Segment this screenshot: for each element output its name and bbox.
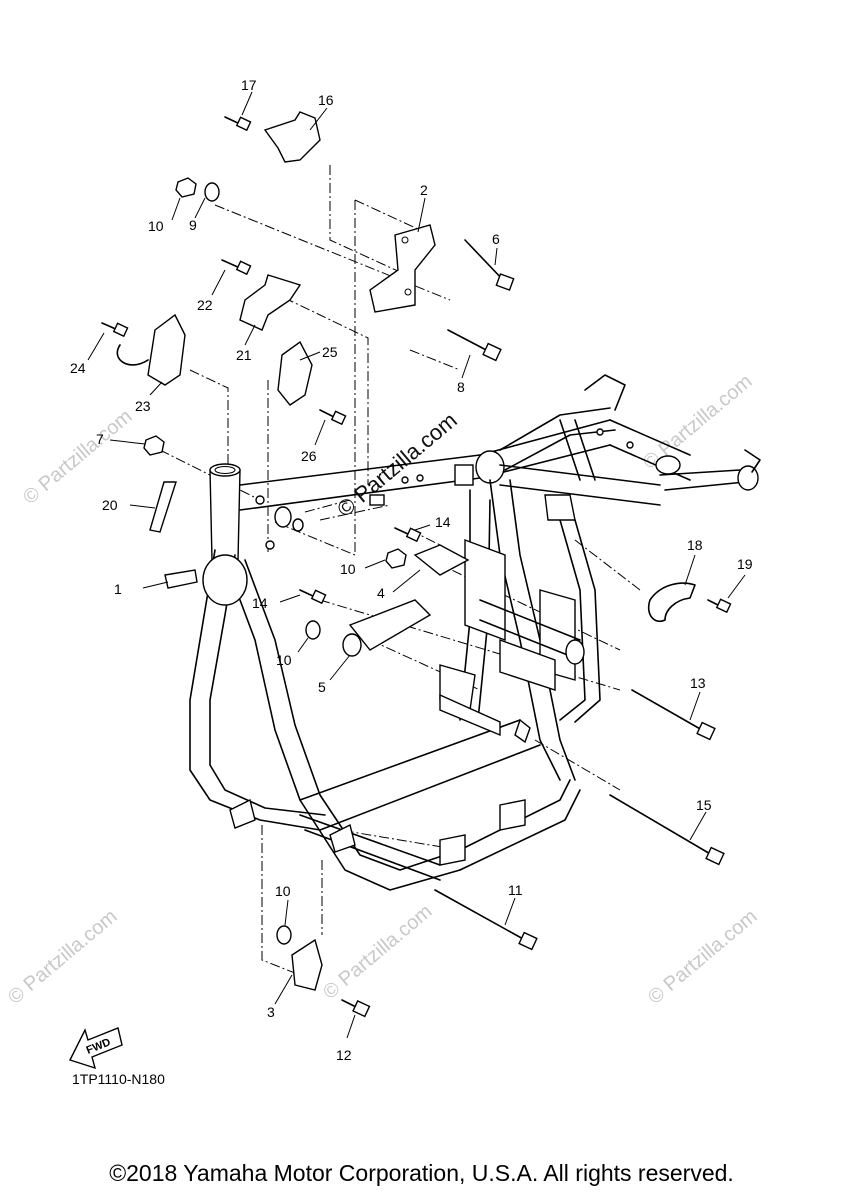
callout-24: 24 — [70, 360, 86, 376]
callout-18: 18 — [687, 537, 703, 553]
callout-14: 14 — [252, 595, 268, 611]
watermark-layer: © Partzilla.com © Partzilla.com © Partzi… — [4, 370, 761, 1008]
callout-20: 20 — [102, 497, 118, 513]
callout-labels: 1 2 3 4 5 6 7 8 9 10 10 10 10 11 12 13 1… — [70, 77, 753, 1063]
watermark: © Partzilla.com — [319, 900, 436, 1003]
callout-22: 22 — [197, 297, 213, 313]
callout-8: 8 — [457, 379, 465, 395]
callout-10: 10 — [276, 652, 292, 668]
loose-parts — [101, 111, 732, 1018]
callout-19: 19 — [737, 556, 753, 572]
callout-3: 3 — [267, 1004, 275, 1020]
callout-16: 16 — [318, 92, 334, 108]
watermark: © Partzilla.com — [644, 905, 761, 1008]
watermark: © Partzilla.com — [639, 370, 756, 473]
callout-2: 2 — [420, 182, 428, 198]
forward-arrow-icon: FWD — [69, 1027, 123, 1070]
callout-4: 4 — [377, 585, 385, 601]
callout-9: 9 — [189, 217, 197, 233]
callout-1: 1 — [114, 581, 122, 597]
callout-5: 5 — [318, 679, 326, 695]
callout-25: 25 — [322, 344, 338, 360]
callout-12: 12 — [336, 1047, 352, 1063]
callout-13: 13 — [690, 675, 706, 691]
frame-body — [189, 374, 761, 891]
callout-23: 23 — [135, 398, 151, 414]
callout-21: 21 — [236, 347, 252, 363]
callout-15: 15 — [696, 797, 712, 813]
callout-10: 10 — [275, 883, 291, 899]
callout-10: 10 — [340, 561, 356, 577]
callout-17: 17 — [241, 77, 257, 93]
callout-14: 14 — [435, 514, 451, 530]
callout-6: 6 — [492, 231, 500, 247]
callout-11: 11 — [508, 882, 523, 898]
copyright-notice: ©2018 Yamaha Motor Corporation, U.S.A. A… — [109, 1160, 734, 1186]
diagram-reference-code: 1TP1110-N180 — [72, 1071, 165, 1087]
leader-lines — [87, 91, 746, 1039]
callout-7: 7 — [96, 431, 104, 447]
watermark: © Partzilla.com — [19, 405, 136, 508]
callout-10: 10 — [148, 218, 164, 234]
callout-26: 26 — [301, 448, 317, 464]
watermark: © Partzilla.com — [4, 905, 121, 1008]
